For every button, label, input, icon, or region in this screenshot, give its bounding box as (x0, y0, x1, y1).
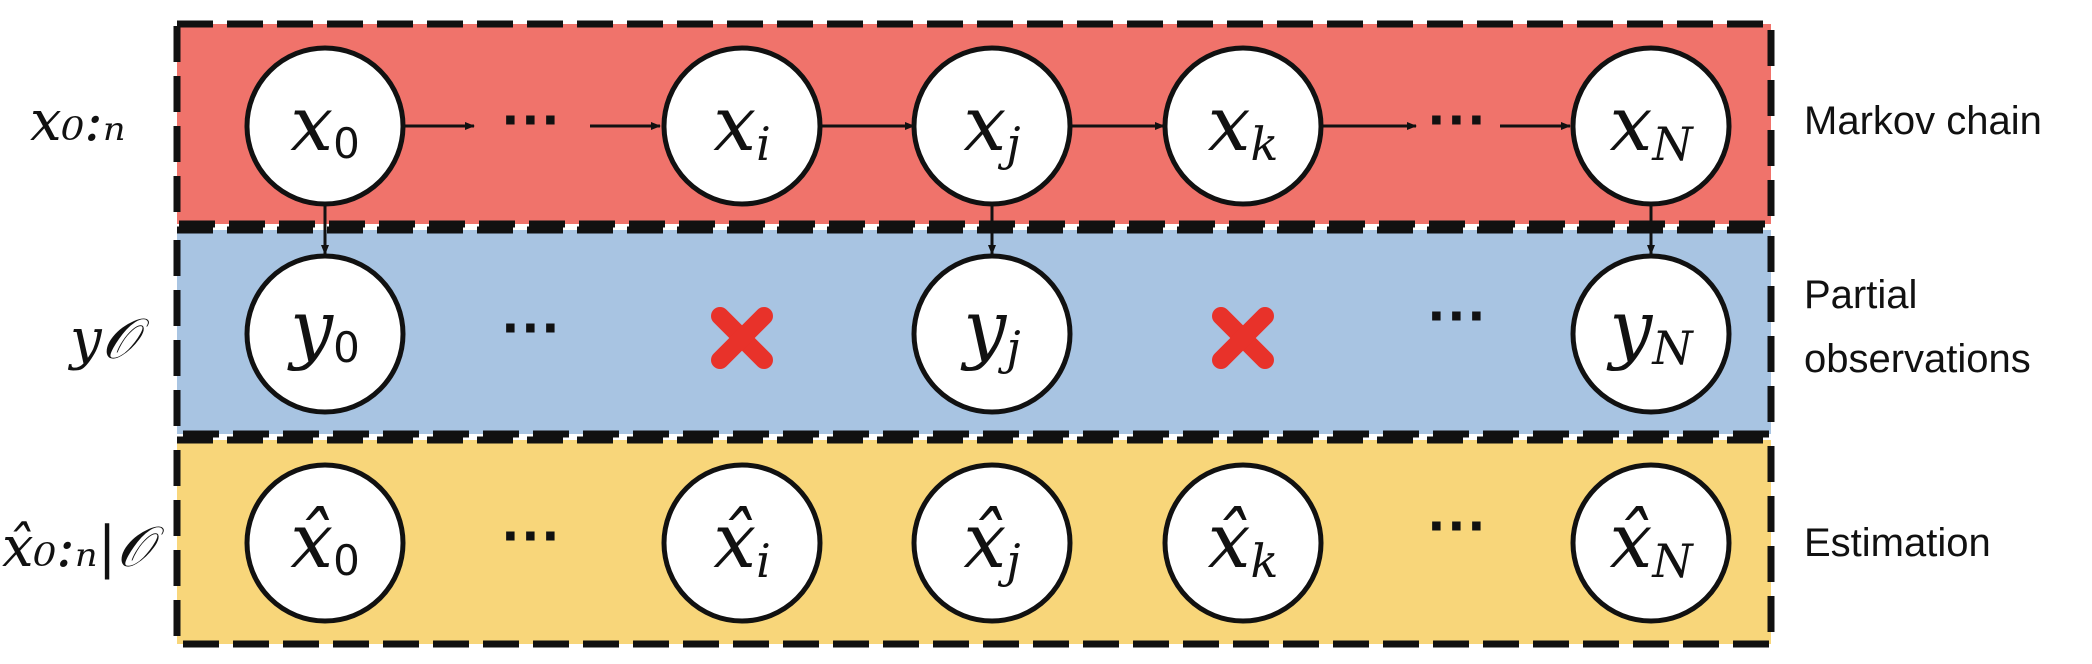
node-xhat0: x̂0 (244, 462, 406, 624)
node-label: xi (713, 79, 771, 171)
node-xi: xi (661, 45, 823, 207)
node-circle (1570, 462, 1732, 624)
node-circle (661, 45, 823, 207)
node-xN: xN (1570, 45, 1732, 207)
obs-ellipsis-right: ··· (1428, 282, 1488, 349)
node-circle (1570, 45, 1732, 207)
node-yN: yN (1570, 253, 1732, 415)
row-label-observations: y𝒪 (67, 307, 150, 372)
est-ellipsis-right: ··· (1428, 492, 1488, 559)
node-circle (1162, 462, 1324, 624)
node-label: y0 (287, 283, 360, 372)
node-xhatN: x̂N (1570, 462, 1732, 624)
caption-observations: observations (1804, 337, 2031, 381)
node-label: x̂N (1609, 496, 1694, 588)
node-y0: y0 (244, 253, 406, 415)
chain-ellipsis-right: ··· (1428, 86, 1488, 153)
node-xhatk: x̂k (1162, 462, 1324, 624)
node-circle (1162, 45, 1324, 207)
node-label: yN (1606, 283, 1694, 375)
node-label: xj (963, 79, 1020, 171)
chain-ellipsis-left: ··· (502, 86, 562, 153)
node-label: x̂0 (290, 496, 360, 585)
est-ellipsis-left: ··· (502, 502, 562, 569)
node-circle (244, 462, 406, 624)
node-label: x̂i (713, 496, 771, 588)
node-circle (1570, 253, 1732, 415)
node-x0: x0 (244, 45, 406, 207)
node-xj: xj (911, 45, 1073, 207)
node-label: yj (960, 283, 1020, 375)
row-label-markov-chain: x₀:ₙ (30, 89, 126, 154)
node-circle (244, 45, 406, 207)
node-label: xk (1208, 79, 1279, 171)
node-circle (911, 253, 1073, 415)
obs-ellipsis-left: ··· (502, 294, 562, 361)
node-circle (661, 462, 823, 624)
node-circle (911, 462, 1073, 624)
node-xhati: x̂i (661, 462, 823, 624)
node-label: x0 (290, 79, 360, 168)
node-label: xN (1609, 79, 1694, 171)
caption-estimation: Estimation (1804, 521, 1991, 565)
missing-observation-cross-icon (1212, 307, 1274, 369)
observation-edges (321, 202, 1655, 255)
caption-markov-chain: Markov chain (1804, 99, 2042, 143)
node-yj: yj (911, 253, 1073, 415)
node-label: x̂j (963, 496, 1020, 588)
node-xk: xk (1162, 45, 1324, 207)
row-label-estimation: x̂₀:ₙ|𝒪 (2, 515, 164, 580)
caption-partial: Partial (1804, 273, 1917, 317)
node-circle (911, 45, 1073, 207)
node-circle (244, 253, 406, 415)
missing-observation-cross-icon (711, 307, 773, 369)
node-xhatj: x̂j (911, 462, 1073, 624)
node-label: x̂k (1208, 496, 1279, 588)
